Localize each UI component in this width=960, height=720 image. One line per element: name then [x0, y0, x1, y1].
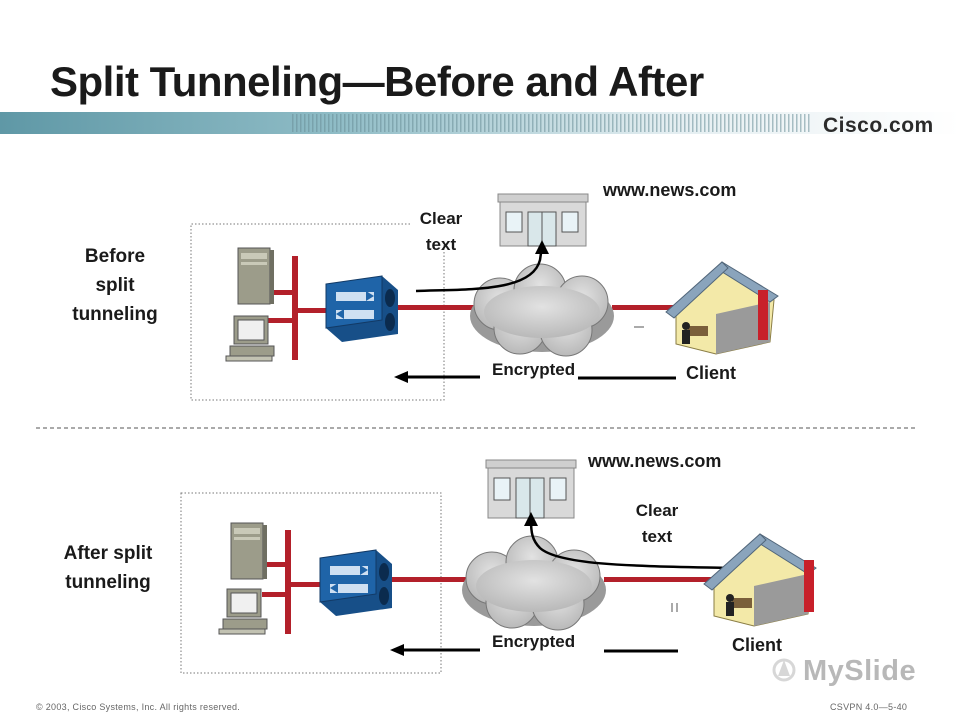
after-label-line: tunneling	[65, 572, 151, 593]
brand-logo: Cisco.com	[823, 114, 934, 137]
before-server-icon	[237, 247, 274, 305]
after-clear-text-path	[529, 519, 731, 570]
before-client-label: Client	[686, 363, 737, 383]
before-wan-link	[398, 305, 476, 310]
after-label-line: After split	[63, 543, 153, 564]
after-encrypted-label: Encrypted	[492, 632, 576, 651]
before-vpn-concentrator-icon	[325, 275, 398, 342]
before-label-line: split	[95, 275, 135, 296]
before-enterprise-boundary	[190, 223, 445, 401]
footer-copyright: © 2003, Cisco Systems, Inc. All rights r…	[36, 702, 241, 712]
before-clear-text-label: Clear text	[408, 206, 474, 258]
before-clear-text-path	[415, 245, 544, 293]
after-wan-link	[392, 577, 468, 582]
before-pc-icon	[225, 315, 275, 362]
header-band	[0, 112, 960, 134]
watermark-text: MySlide	[803, 655, 917, 687]
before-label-line: Before	[84, 246, 146, 267]
page-title: Split Tunneling—Before and After	[50, 58, 704, 105]
before-encrypted-label: Encrypted	[492, 360, 576, 379]
after-section	[180, 459, 817, 674]
before-clear-text-line: Clear	[419, 209, 463, 228]
before-section	[190, 193, 779, 401]
before-internet-cloud-icon	[470, 263, 614, 357]
after-site-label: www.news.com	[588, 451, 722, 471]
after-enterprise-boundary	[180, 492, 442, 674]
after-clear-text-line: Clear	[635, 501, 679, 520]
after-client-house-icon	[703, 533, 817, 627]
after-vpn-concentrator-icon	[319, 549, 392, 616]
before-lan-segment	[292, 256, 298, 360]
after-web-server-icon	[485, 459, 577, 519]
after-label: After split tunneling	[40, 539, 176, 597]
before-label: Before split tunneling	[58, 242, 172, 329]
after-client-label: Client	[732, 635, 783, 655]
after-lan-segment	[285, 530, 291, 634]
before-clear-text-line: text	[425, 235, 457, 254]
before-client-house-icon	[665, 261, 779, 355]
after-clear-text-line: text	[641, 527, 673, 546]
watermark-logo-icon	[772, 658, 796, 682]
before-web-server-icon	[497, 193, 589, 247]
before-label-line: tunneling	[72, 304, 158, 325]
after-server-icon	[230, 522, 267, 580]
after-pc-icon	[218, 588, 268, 635]
after-clear-text-label: Clear text	[622, 498, 692, 550]
after-internet-cloud-icon	[462, 535, 606, 631]
before-site-label: www.news.com	[603, 180, 737, 200]
footer-course-id: CSVPN 4.0—5-40	[830, 702, 908, 712]
